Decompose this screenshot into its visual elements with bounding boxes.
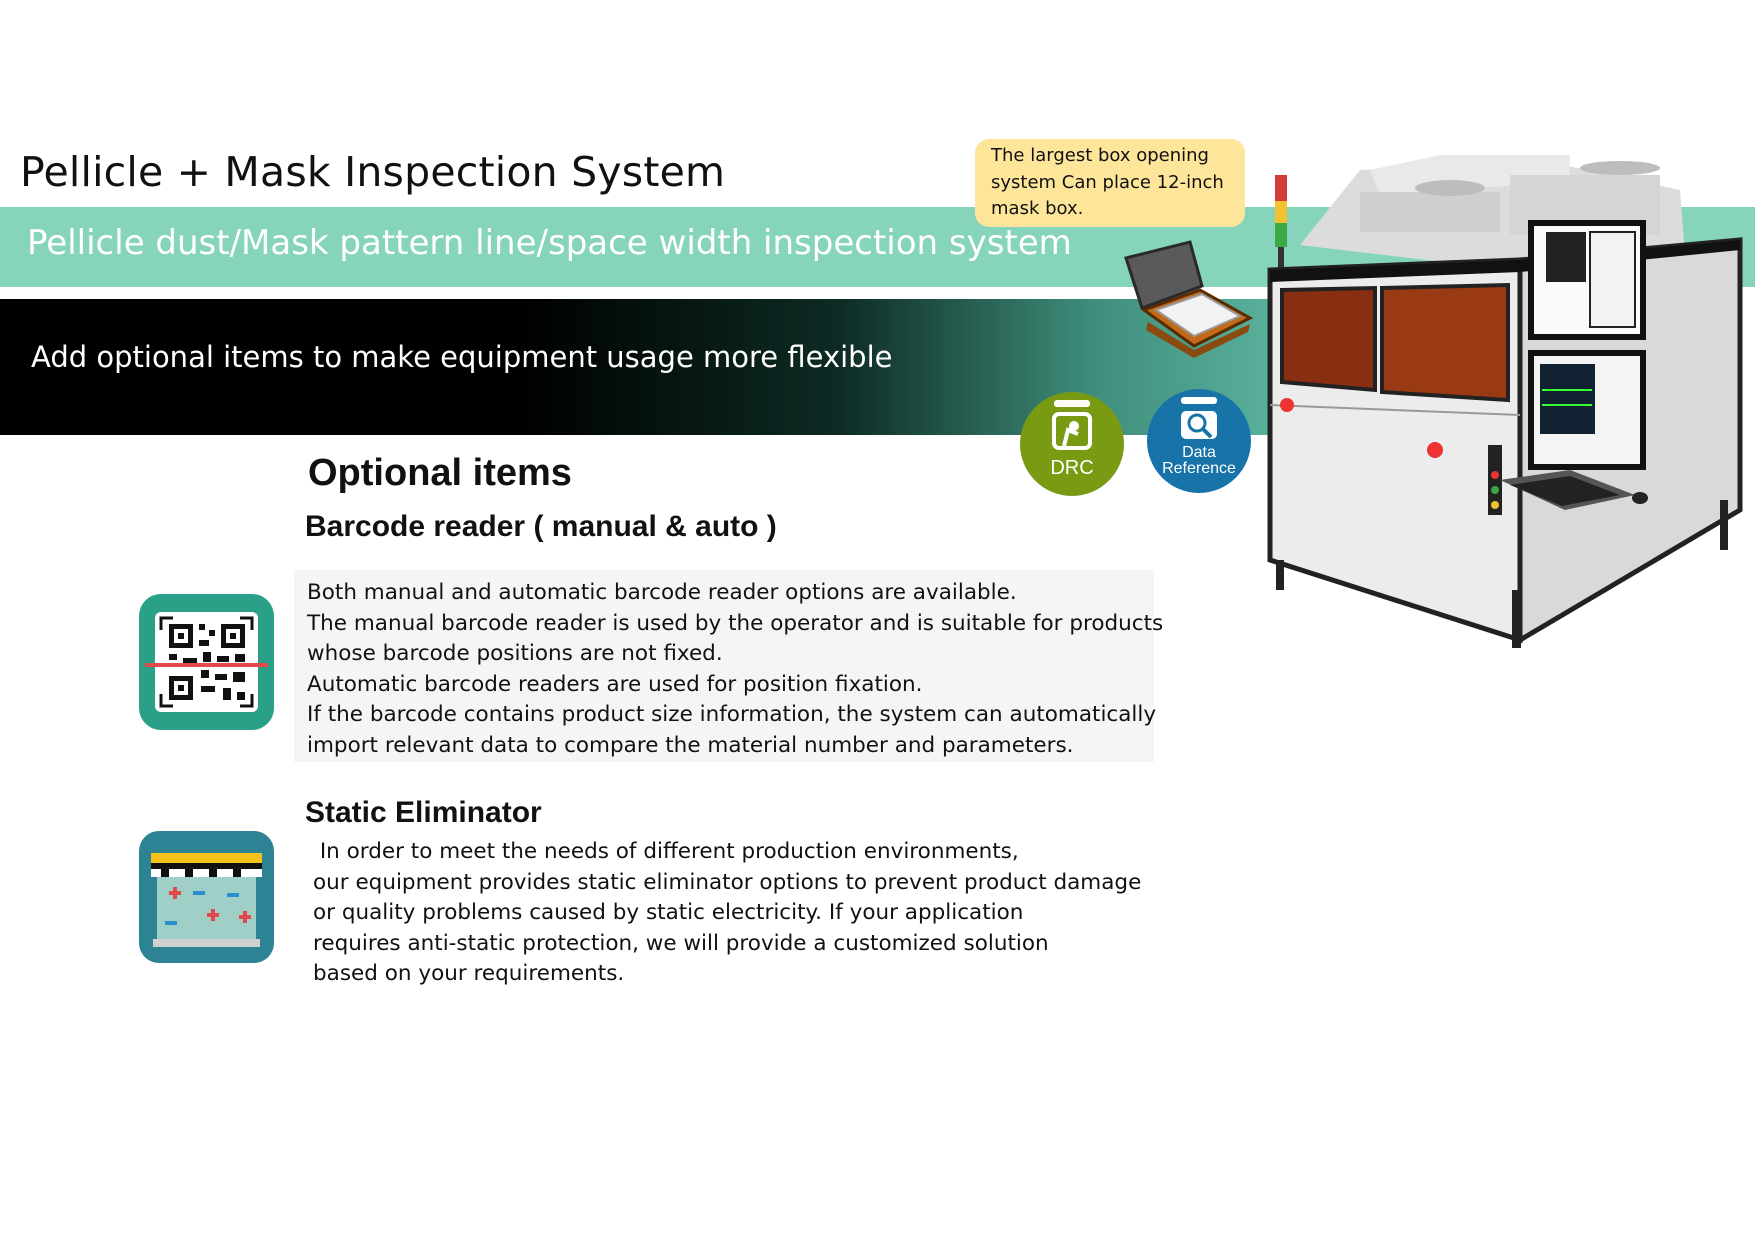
drc-label: DRC [1050, 457, 1093, 479]
barcode-line: Both manual and automatic barcode reader… [307, 580, 1017, 605]
banner-text: Add optional items to make equipment usa… [31, 340, 893, 374]
mask-box-image [1124, 240, 1254, 358]
static-line: In order to meet the needs of different … [313, 839, 1019, 864]
static-line: requires anti-static protection, we will… [313, 930, 1049, 956]
callout-line: mask box. [991, 198, 1084, 219]
barcode-line: If the barcode contains product size inf… [307, 702, 1157, 728]
subtitle-text: Pellicle dust/Mask pattern line/space wi… [27, 223, 1072, 263]
qr-code-icon [139, 594, 274, 730]
barcode-description-box [294, 570, 1154, 762]
data-reference-label-2: Reference [1162, 460, 1236, 477]
static-eliminator-icon [139, 831, 274, 963]
barcode-line: whose barcode positions are not fixed. [307, 641, 723, 667]
callout-line: system Can place 12-inch [991, 171, 1224, 193]
static-description: In order to meet the needs of different … [313, 837, 1141, 990]
callout-note: The largest box opening system Can place… [975, 139, 1245, 227]
callout-line: The largest box opening [991, 145, 1209, 166]
barcode-reader-heading: Barcode reader ( manual & auto ) [305, 510, 777, 543]
static-line: or quality problems caused by static ele… [313, 900, 1024, 926]
static-line: based on your requirements. [313, 961, 625, 987]
barcode-line: The manual barcode reader is used by the… [307, 610, 1164, 636]
static-line: our equipment provides static eliminator… [313, 869, 1142, 895]
barcode-line: import relevant data to compare the mate… [307, 732, 1074, 758]
page-title: Pellicle + Mask Inspection System [20, 148, 726, 196]
inspection-machine-image [1267, 155, 1743, 648]
data-reference-label-1: Data [1182, 444, 1216, 461]
barcode-description: Both manual and automatic barcode reader… [307, 578, 1163, 762]
static-eliminator-heading: Static Eliminator [305, 796, 542, 829]
barcode-line: Automatic barcode readers are used for p… [307, 671, 923, 697]
data-reference-badge: Data Reference [1147, 389, 1251, 493]
drc-badge: DRC [1020, 392, 1124, 496]
optional-items-heading: Optional items [308, 452, 572, 494]
